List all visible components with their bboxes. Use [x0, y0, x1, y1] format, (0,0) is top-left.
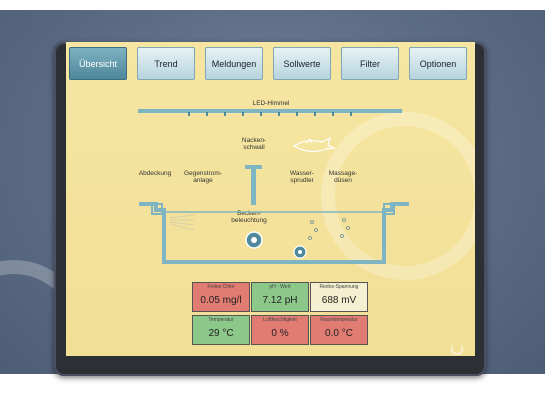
reading-value: 688 mV	[321, 295, 357, 306]
tab-filter[interactable]: Filter	[341, 47, 399, 80]
massage-jets-text: Massage- düsen	[328, 170, 358, 185]
led-sky-label: LED-Himmel	[252, 100, 290, 107]
neck-shower-text: Nacken- schwall	[241, 137, 267, 152]
led-sky-bar	[138, 109, 402, 113]
touch-screen: dinotec Übersicht Trend Meldungen Sollwe…	[66, 42, 475, 356]
reading-humidity[interactable]: Luftfeuchtigkeit 0 %	[251, 315, 309, 345]
reading-free-chlorine[interactable]: Freies Chlor 0.05 mg/l	[192, 282, 250, 312]
tab-sollwerte[interactable]: Sollwerte	[273, 47, 331, 80]
massage-jets-label: Massage- düsen	[326, 170, 360, 185]
reading-value: 0 %	[271, 328, 289, 339]
reading-title: Redox-Spannung	[319, 284, 359, 290]
tab-meldungen[interactable]: Meldungen	[205, 47, 263, 80]
reading-value: 7.12 pH	[262, 295, 298, 306]
reading-title: Raumtemperatur	[320, 317, 358, 323]
tab-uebersicht[interactable]: Übersicht	[69, 47, 127, 80]
reading-title: Temperatur	[208, 317, 234, 323]
pool-light-text: Becken- beleuchtung	[231, 210, 267, 225]
counter-current-text: Gegenstrom- anlage	[184, 170, 222, 185]
fish-icon	[292, 136, 336, 153]
tab-trend[interactable]: Trend	[137, 47, 195, 80]
water-bubbler-label: Wasser- sprudler	[284, 170, 320, 185]
reading-title: pH - Wert	[269, 284, 291, 290]
reading-ph[interactable]: pH - Wert 7.12 pH	[251, 282, 309, 312]
pool-light-label: Becken- beleuchtung	[226, 210, 272, 225]
pool-light-icon	[245, 231, 263, 249]
counter-current-label: Gegenstrom- anlage	[180, 170, 226, 185]
brand-watermark: dinotec	[444, 344, 469, 356]
reading-title: Freies Chlor	[207, 284, 235, 290]
reading-value: 29 °C	[208, 328, 234, 339]
pool-diagram	[139, 165, 409, 264]
reading-value: 0.05 mg/l	[200, 295, 242, 306]
cover-label: Abdeckung	[138, 170, 172, 177]
reading-title: Luftfeuchtigkeit	[263, 317, 297, 323]
neck-shower-label: Nacken- schwall	[236, 137, 272, 152]
tab-optionen[interactable]: Optionen	[409, 47, 467, 80]
reading-value: 0.0 °C	[325, 328, 353, 339]
led-lights	[188, 112, 352, 116]
reading-redox[interactable]: Redox-Spannung 688 mV	[310, 282, 368, 312]
pool-light-icon-2	[293, 245, 307, 259]
reading-room-temperature[interactable]: Raumtemperatur 0.0 °C	[310, 315, 368, 345]
water-bubbler-text: Wasser- sprudler	[290, 170, 314, 185]
reading-temperature[interactable]: Temperatur 29 °C	[192, 315, 250, 345]
